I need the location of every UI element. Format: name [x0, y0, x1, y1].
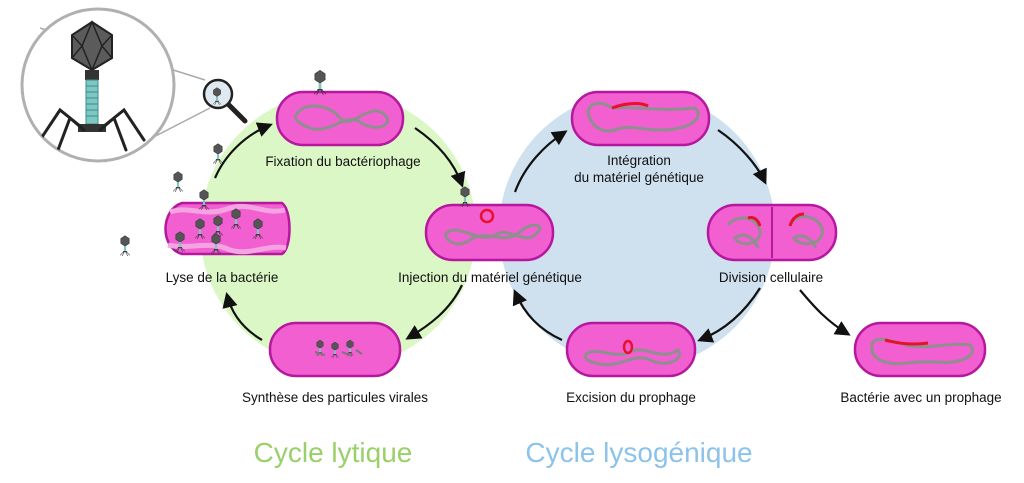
label-integration-line2: du matériel génétique — [574, 170, 704, 185]
cell-fixation — [275, 69, 405, 147]
arrow-lyse-to-fixation — [213, 122, 273, 179]
cell-division — [706, 203, 838, 262]
magnifier-icon — [202, 78, 248, 124]
label-injection: Injection du matériel génétique — [398, 270, 582, 285]
label-excision: Excision du prophage — [566, 390, 696, 405]
cell-injection — [424, 186, 555, 262]
arrow-excision-to-injection — [512, 289, 563, 342]
title-lytic: Cycle lytique — [254, 437, 413, 468]
cell-synthese — [268, 321, 402, 378]
arrow-synthese-to-lyse — [222, 292, 263, 341]
lytic-cycle-background — [200, 92, 476, 368]
arrow-integration-to-division — [717, 129, 767, 185]
arrow-injection-to-integration — [513, 130, 568, 193]
label-integration-line1: Intégration — [607, 153, 671, 168]
label-fixation: Fixation du bactériophage — [265, 154, 420, 169]
arrow-division-to-excision — [697, 287, 761, 343]
label-synthese: Synthèse des particules virales — [242, 390, 428, 405]
label-lyse: Lyse de la bactérie — [166, 270, 279, 285]
lysogenic-cycle-background — [499, 92, 775, 368]
cycle-arrows — [213, 122, 851, 343]
title-lysogenic: Cycle lysogénique — [525, 437, 752, 468]
cell-excision — [565, 321, 697, 378]
cell-integration — [570, 90, 711, 147]
arrow-division-to-bacterie — [799, 289, 851, 336]
arrow-fixation-to-injection — [414, 127, 466, 188]
label-division: Division cellulaire — [719, 270, 823, 285]
cell-lyse — [119, 143, 291, 257]
arrow-injection-to-synthese — [405, 284, 463, 340]
bacteriophage-icon — [20, 7, 211, 163]
label-bacterie-prophage: Bactérie avec un prophage — [840, 390, 1001, 405]
cell-bacterie-prophage — [853, 321, 987, 378]
